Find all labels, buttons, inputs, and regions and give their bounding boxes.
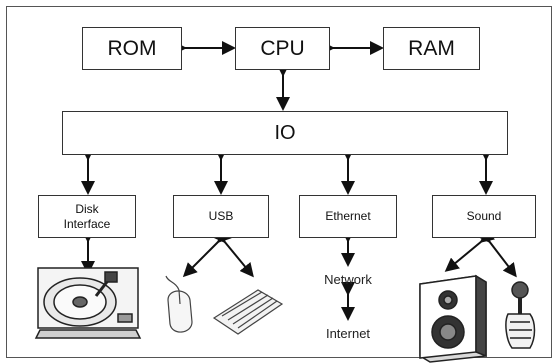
usb-block: USB	[173, 195, 269, 238]
mouse-icon	[166, 276, 192, 332]
keyboard-icon	[214, 290, 282, 334]
sound-block: Sound	[432, 195, 536, 238]
ethernet-block: Ethernet	[299, 195, 397, 238]
io-block: IO	[62, 111, 508, 155]
microphone-icon	[506, 282, 535, 348]
rom-block: ROM	[82, 27, 182, 70]
sound-speaker-arrow	[444, 228, 495, 272]
speaker-icon	[420, 276, 486, 362]
usb-keyboard-arrow	[211, 228, 254, 278]
ram-block: RAM	[383, 27, 480, 70]
internet-label: Internet	[325, 326, 371, 341]
hard-disk-icon	[36, 268, 140, 338]
disk-label-line2: Interface	[63, 216, 111, 231]
network-label: Network	[324, 272, 372, 287]
cpu-block: CPU	[235, 27, 330, 70]
disk-label-line1: Disk	[75, 201, 99, 216]
sound-mic-arrow	[476, 228, 517, 278]
disk-interface-block: Disk Interface	[38, 195, 136, 238]
diagram-frame	[6, 6, 552, 358]
usb-mouse-arrow	[182, 228, 232, 278]
